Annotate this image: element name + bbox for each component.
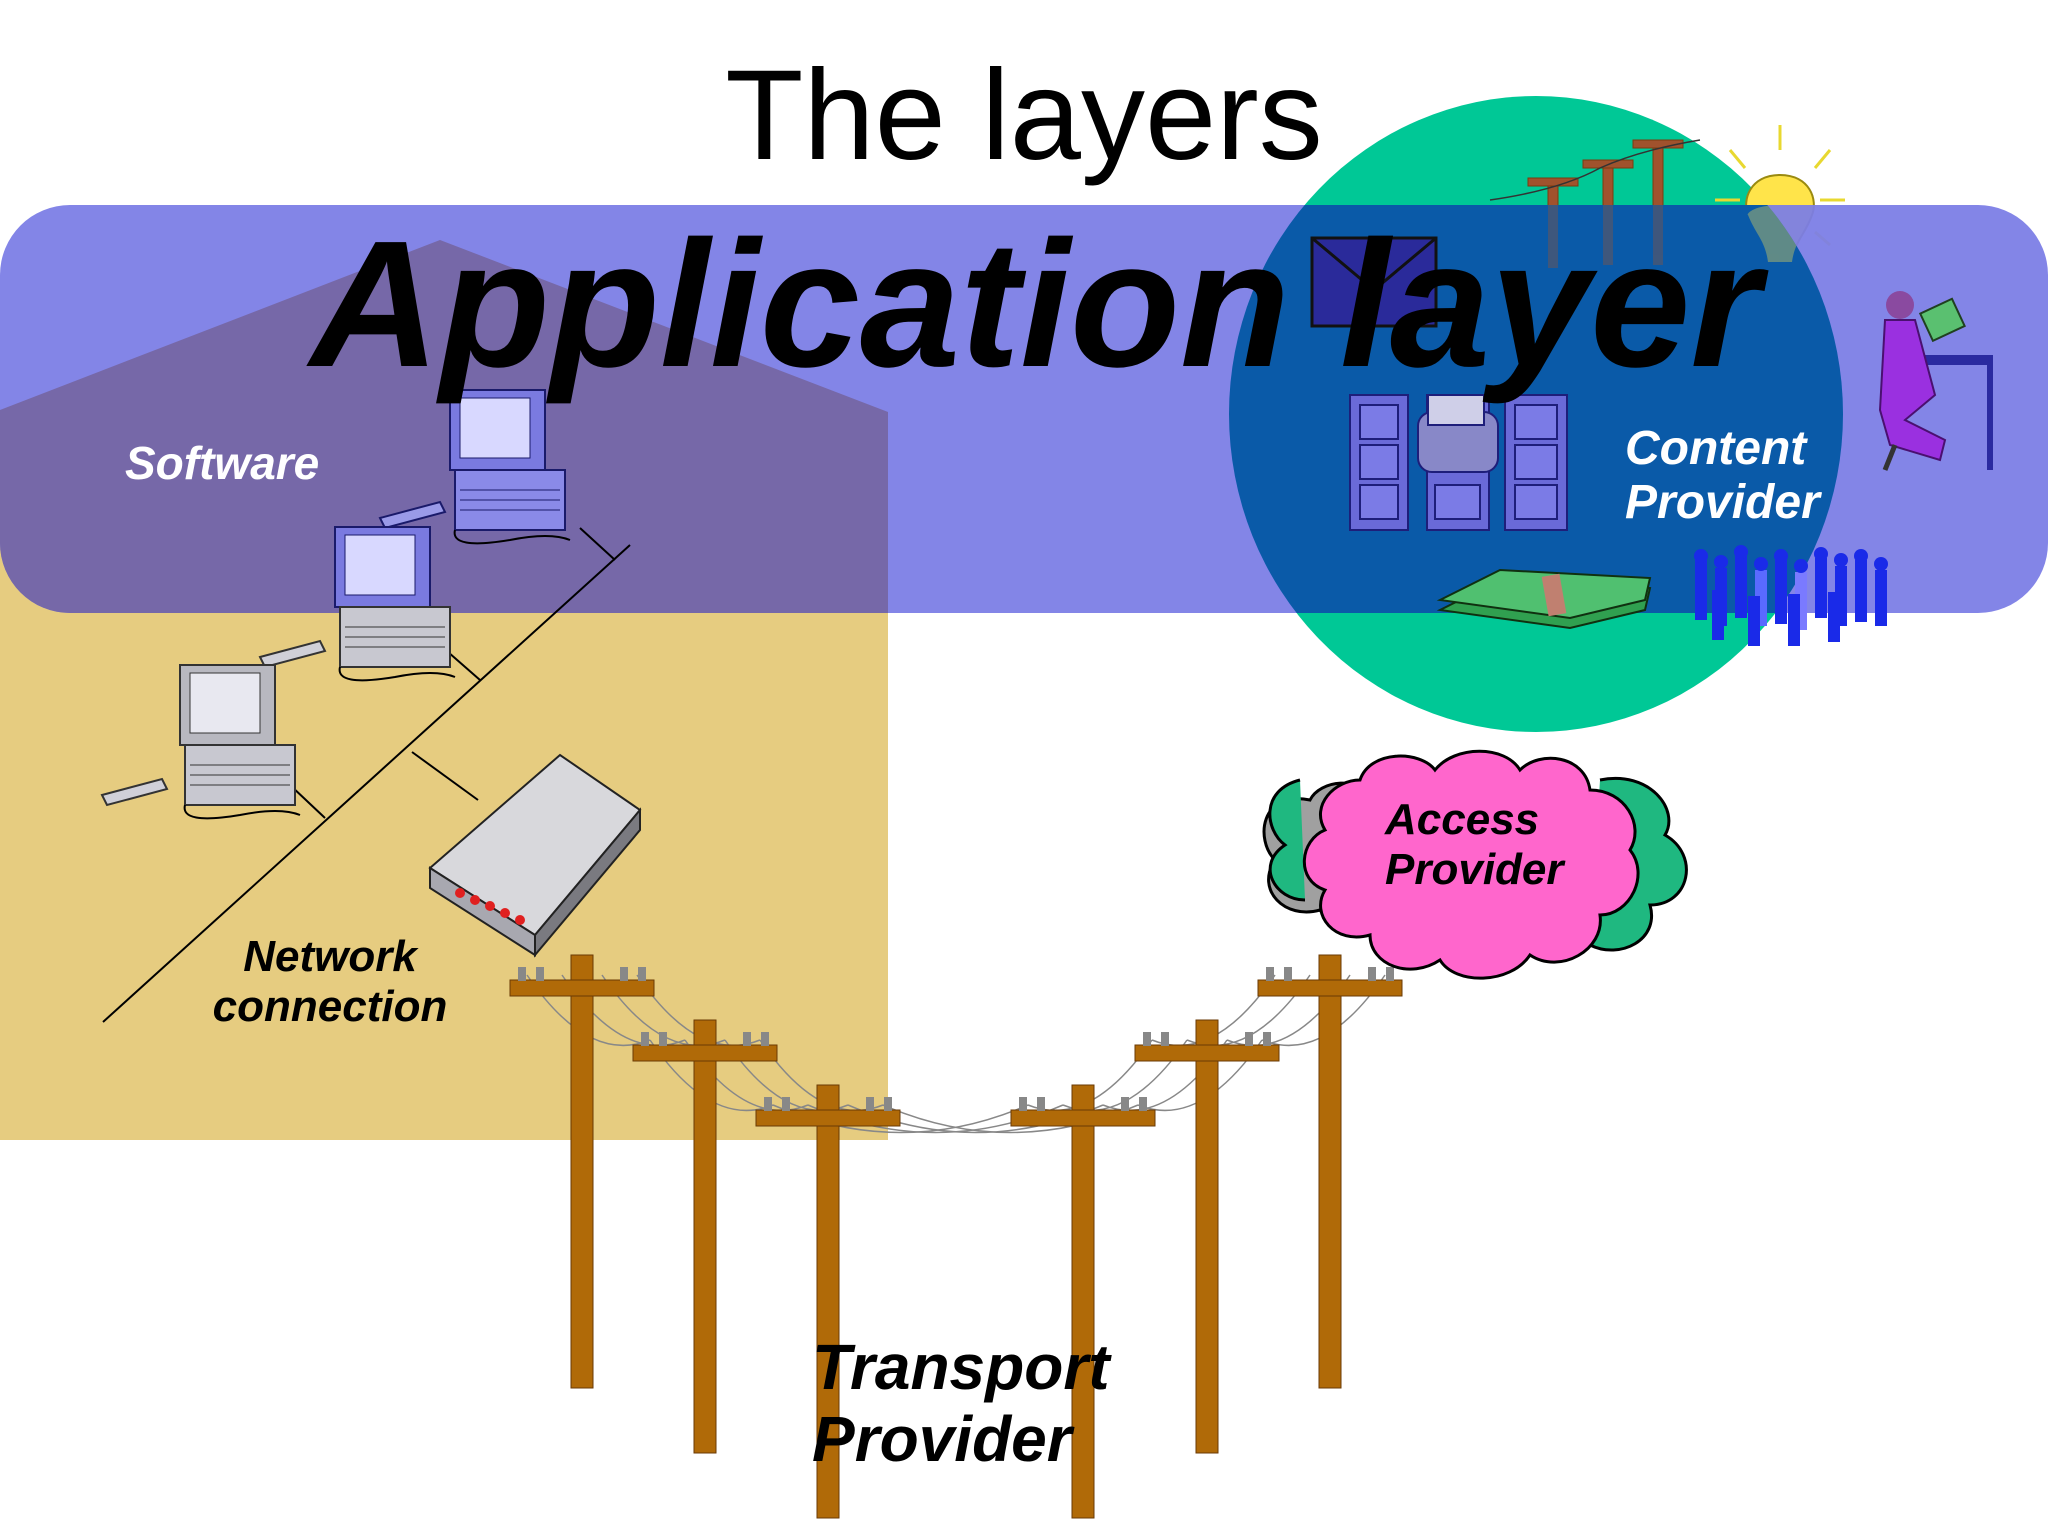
utility-pole-icon: [1257, 954, 1403, 1389]
reader-person-icon: [1878, 291, 1993, 471]
network-connection-label: Network connection: [210, 935, 450, 1029]
utility-pole-icon: [509, 954, 655, 1389]
slide-title: The layers: [725, 44, 1323, 187]
filing-cabinet-icon: [1349, 394, 1568, 531]
network-connection-line1: Network: [243, 932, 417, 981]
access-provider-label: Access Provider: [1385, 798, 1564, 892]
software-label: Software: [125, 437, 320, 489]
content-provider-line1: Content: [1625, 422, 1807, 475]
content-provider-line2: Provider: [1625, 476, 1820, 529]
access-provider-line1: Access: [1385, 795, 1540, 844]
utility-pole-icon: [1010, 1084, 1156, 1519]
transport-provider-line2: Provider: [812, 1403, 1072, 1475]
money-stack-icon: [1436, 568, 1652, 630]
access-provider-line2: Provider: [1385, 845, 1564, 894]
transport-provider-label: Transport Provider: [812, 1335, 1110, 1471]
envelope-icon: [1310, 236, 1438, 328]
crowd-icon: [1694, 545, 1888, 646]
content-provider-label: Content Provider: [1625, 425, 1820, 527]
application-layer-label: Application layer: [310, 204, 1761, 405]
utility-pole-icon: [1134, 1019, 1280, 1454]
transport-provider-line1: Transport: [812, 1331, 1110, 1403]
computer-icon: [100, 389, 571, 820]
network-connection-line2: connection: [212, 982, 448, 1031]
transport-poles: [509, 954, 1403, 1519]
modem-icon: [428, 753, 642, 958]
utility-pole-icon: [632, 1019, 778, 1454]
cloud-icon: [1262, 749, 1688, 980]
utility-pole-icon: [755, 1084, 901, 1519]
